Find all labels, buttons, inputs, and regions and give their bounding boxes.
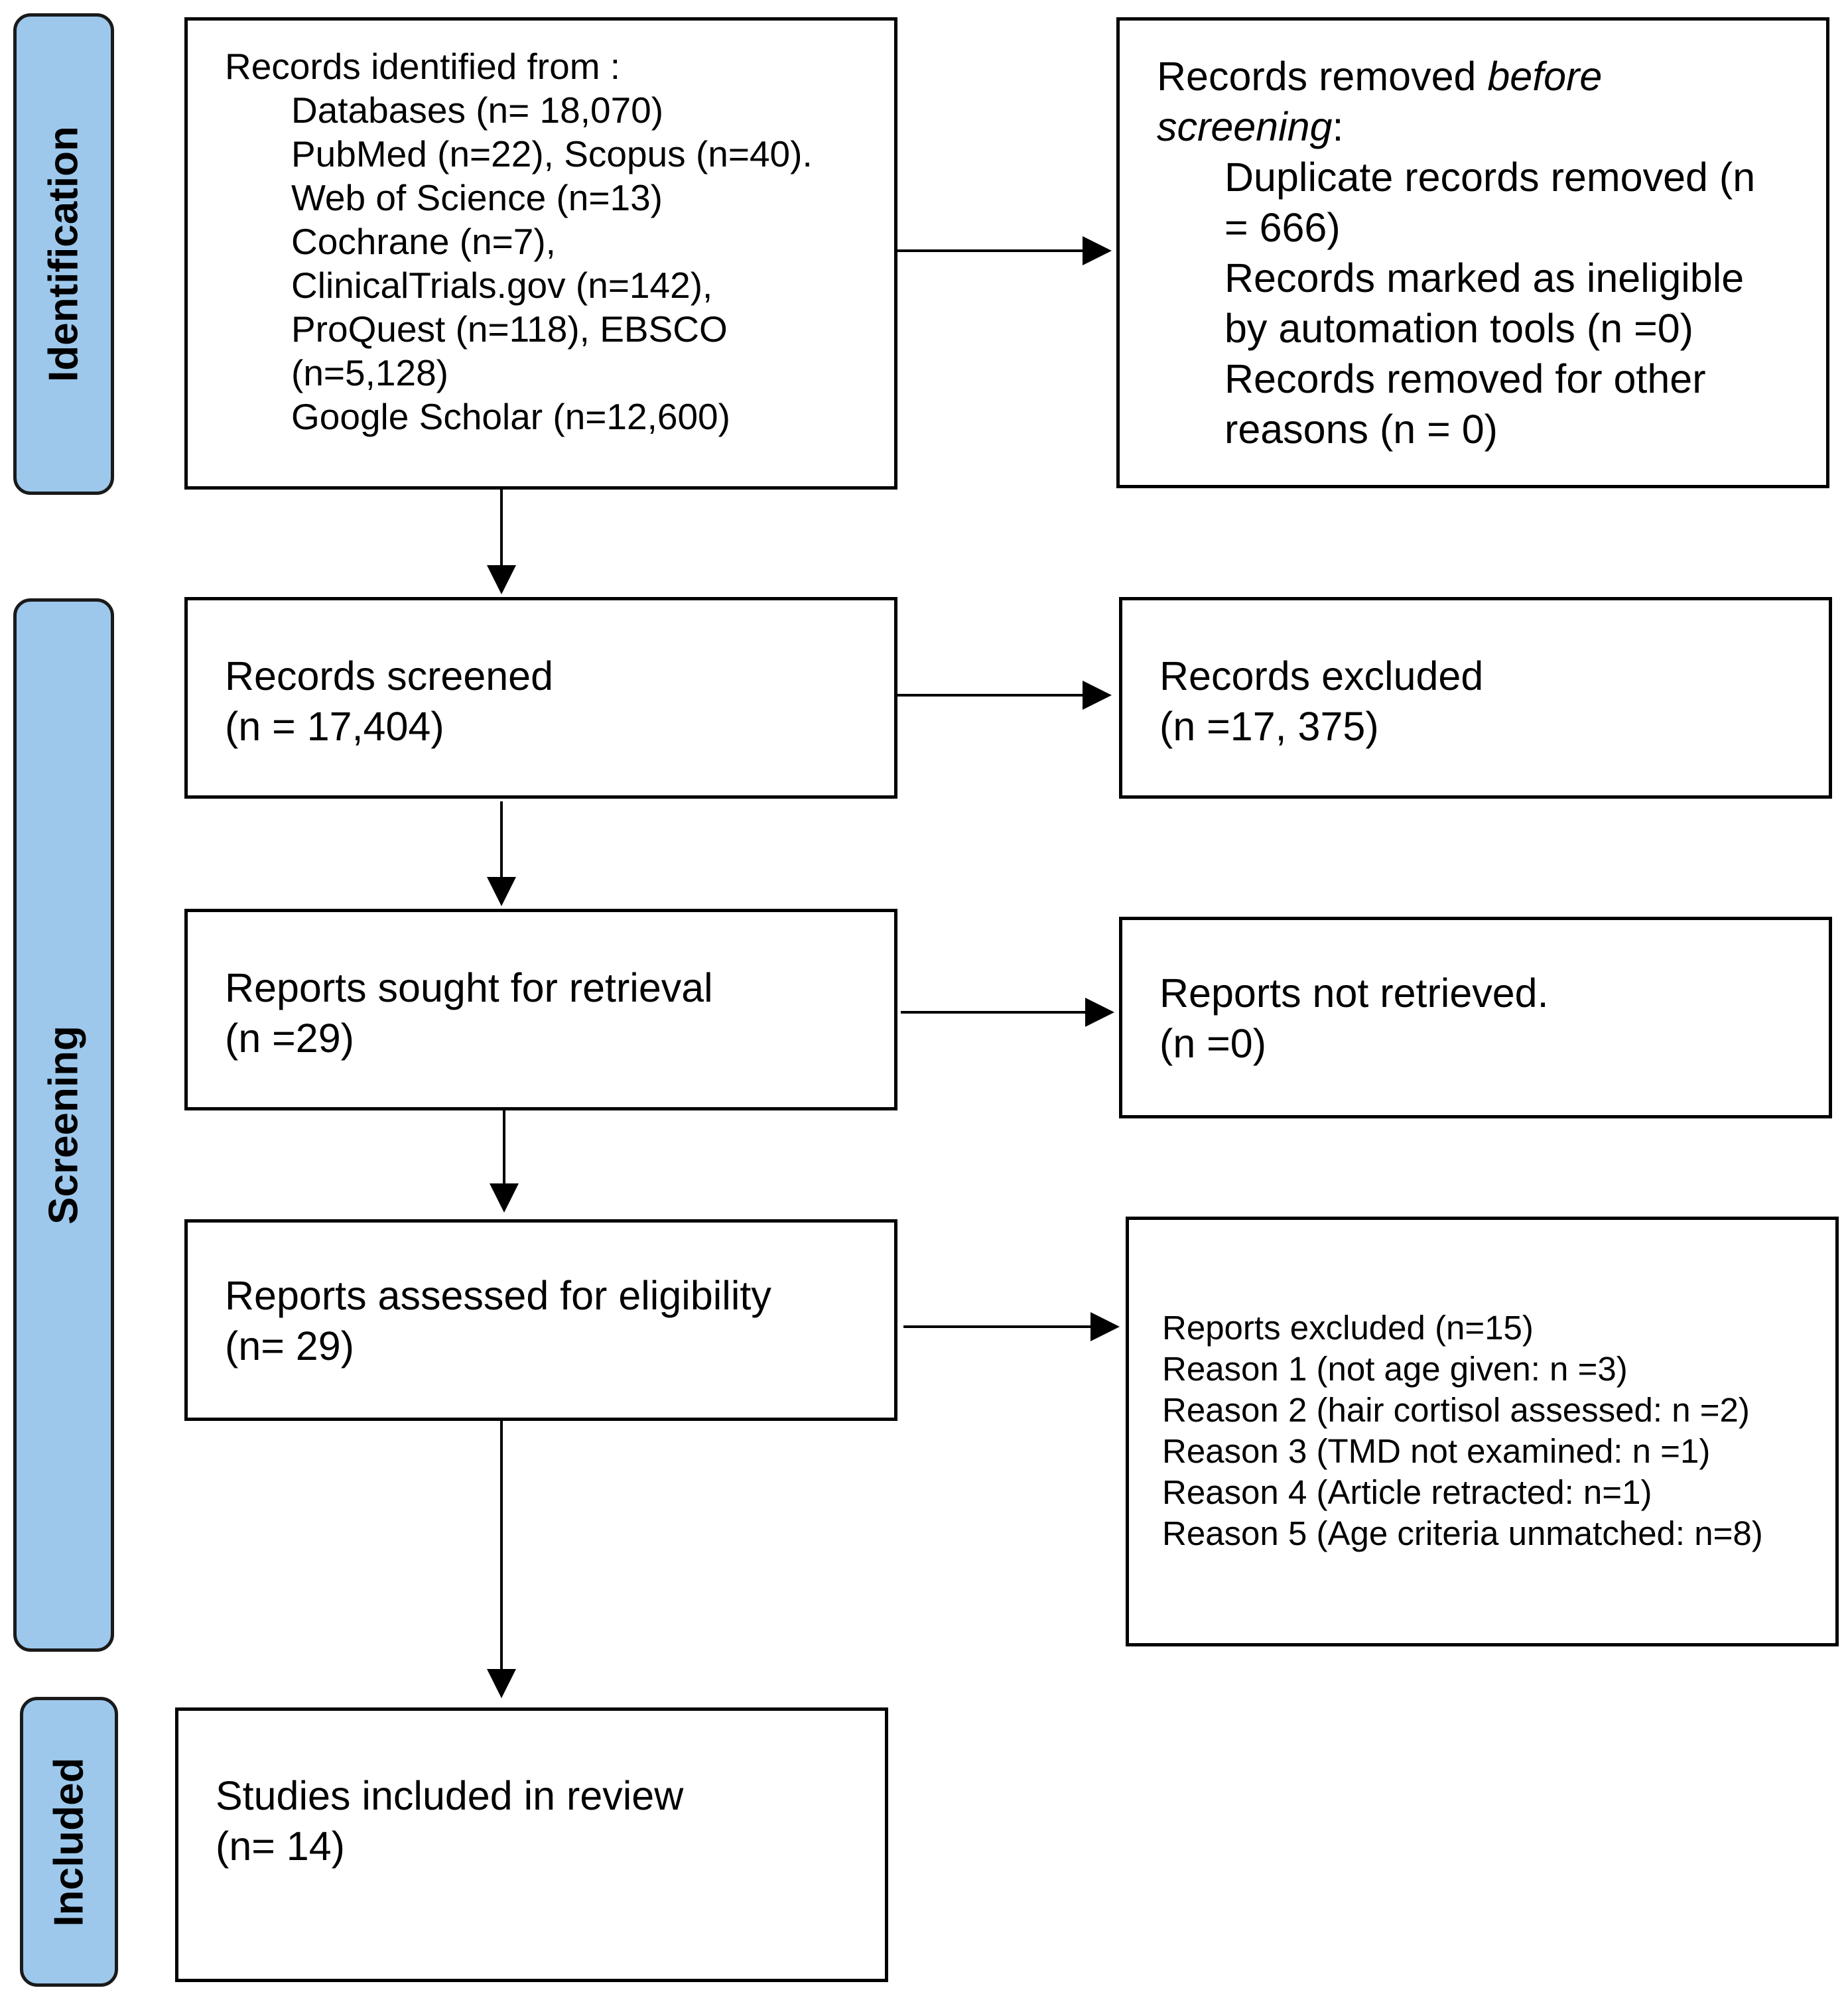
reports-not-retrieved-box: Reports not retrieved. (n =0) — [1119, 917, 1832, 1118]
records-screened-label: Records screened — [225, 653, 554, 699]
records-removed-line: = 666) — [1224, 205, 1341, 250]
records-identified-line: ClinicalTrials.gov (n=142), — [291, 265, 713, 306]
records-identified-line: Web of Science (n=13) — [291, 177, 663, 218]
arrowhead-records-screened — [487, 565, 516, 594]
records-identified-line: PubMed (n=22), Scopus (n=40). — [291, 133, 813, 174]
reports-not-retrieved-count: (n =0) — [1159, 1021, 1267, 1066]
records-identified-line: Databases (n= 18,070) — [291, 90, 664, 131]
records-removed-heading: Records removed before — [1157, 51, 1810, 101]
reports-excluded-line: Reason 5 (Age criteria unmatched: n=8) — [1162, 1514, 1763, 1552]
studies-included-label: Studies included in review — [216, 1773, 684, 1818]
records-removed-heading-prefix: Records removed — [1157, 54, 1488, 99]
records-excluded-label: Records excluded — [1159, 653, 1484, 699]
reports-excluded-line: Reason 3 (TMD not examined: n =1) — [1162, 1432, 1711, 1470]
records-removed-line: Duplicate records removed (n — [1224, 155, 1756, 200]
studies-included-count: (n= 14) — [216, 1824, 345, 1869]
records-removed-line: Records removed for other — [1224, 356, 1706, 401]
records-identified-line: Google Scholar (n=12,600) — [291, 396, 730, 437]
arrowhead-records-removed — [1083, 236, 1112, 265]
records-identified-box: Records identified from : Databases (n= … — [184, 17, 897, 490]
records-identified-heading: Records identified from : — [225, 46, 621, 87]
records-identified-line: (n=5,128) — [291, 352, 448, 393]
reports-excluded-line: Reason 4 (Article retracted: n=1) — [1162, 1473, 1652, 1511]
records-screened-box: Records screened (n = 17,404) — [184, 597, 897, 799]
records-removed-box: Records removed before screening: Duplic… — [1116, 17, 1829, 488]
records-removed-heading-italic: before — [1487, 54, 1603, 99]
arrowhead-records-excluded — [1083, 681, 1112, 710]
arrowhead-reports-assessed — [490, 1183, 519, 1213]
records-removed-line: reasons (n = 0) — [1224, 407, 1498, 452]
reports-assessed-count: (n= 29) — [225, 1323, 354, 1368]
reports-assessed-box: Reports assessed for eligibility (n= 29) — [184, 1219, 897, 1421]
phase-included: Included — [20, 1697, 118, 1987]
arrowhead-studies-included — [487, 1669, 516, 1698]
records-removed-line: Records marked as ineligible — [1224, 255, 1745, 300]
phase-screening: Screening — [13, 598, 114, 1652]
records-excluded-box: Records excluded (n =17, 375) — [1119, 597, 1832, 799]
reports-excluded-box: Reports excluded (n=15) Reason 1 (not ag… — [1126, 1217, 1839, 1646]
arrowhead-reports-not-retrieved — [1085, 998, 1114, 1027]
records-removed-heading-line2: screening: — [1157, 101, 1810, 152]
studies-included-box: Studies included in review (n= 14) — [175, 1707, 888, 1982]
reports-sought-count: (n =29) — [225, 1016, 354, 1061]
reports-assessed-label: Reports assessed for eligibility — [225, 1273, 771, 1318]
records-identified-line: Cochrane (n=7), — [291, 221, 556, 262]
reports-not-retrieved-label: Reports not retrieved. — [1159, 970, 1549, 1016]
reports-excluded-line: Reason 2 (hair cortisol assessed: n =2) — [1162, 1391, 1750, 1429]
records-screened-count: (n = 17,404) — [225, 704, 444, 749]
records-removed-heading-line2-suffix: : — [1332, 104, 1344, 149]
reports-sought-label: Reports sought for retrieval — [225, 965, 713, 1010]
records-excluded-count: (n =17, 375) — [1159, 704, 1379, 749]
records-removed-line: by automation tools (n =0) — [1224, 306, 1693, 351]
records-removed-heading-line2-italic: screening — [1157, 104, 1333, 149]
reports-excluded-line: Reports excluded (n=15) — [1162, 1309, 1534, 1347]
records-identified-line: ProQuest (n=118), EBSCO — [291, 308, 728, 350]
arrowhead-reports-excluded — [1090, 1312, 1120, 1341]
reports-sought-box: Reports sought for retrieval (n =29) — [184, 909, 897, 1110]
phase-identification: Identification — [13, 13, 114, 495]
reports-excluded-line: Reason 1 (not age given: n =3) — [1162, 1350, 1628, 1388]
arrowhead-reports-sought — [487, 877, 516, 906]
